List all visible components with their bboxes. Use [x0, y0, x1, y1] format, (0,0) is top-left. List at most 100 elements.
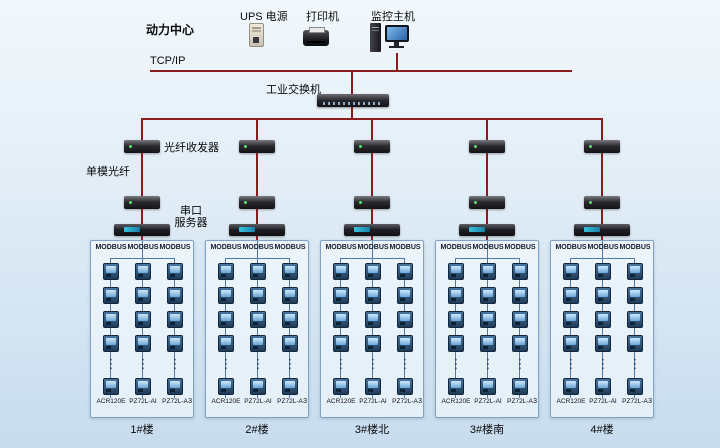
- meter-icon: [167, 335, 183, 352]
- meter-model-label: PZ72L-AI: [589, 398, 617, 405]
- ups-label: UPS 电源: [240, 11, 288, 23]
- meter-icon: [595, 378, 611, 395]
- building-label: 2#楼: [245, 424, 269, 436]
- modbus-label: MODBUS: [274, 244, 306, 251]
- status-glow: [584, 227, 600, 232]
- meter-column: MODBUS ⋮ ACR120E: [210, 241, 242, 417]
- more-meters-ellipsis: ⋮: [251, 356, 265, 371]
- serial-server-icon: [229, 224, 285, 236]
- meter-icon: [365, 263, 381, 280]
- modbus-column-line: [487, 258, 488, 398]
- more-meters-ellipsis: ⋮: [481, 356, 495, 371]
- meter-icon: [250, 335, 266, 352]
- modbus-label: MODBUS: [242, 244, 274, 251]
- meter-icon: [512, 378, 528, 395]
- more-meters-ellipsis: ⋮: [334, 356, 348, 371]
- meter-model-label: PZ72L-A: [392, 398, 418, 405]
- led-indicator: [359, 201, 362, 204]
- meter-icon: [627, 378, 643, 395]
- meter-icon: [103, 263, 119, 280]
- meter-icon: [103, 287, 119, 304]
- modbus-label: MODBUS: [389, 244, 421, 251]
- meter-icon: [627, 263, 643, 280]
- meter-model-label: ACR120E: [96, 398, 126, 405]
- status-glow: [469, 227, 485, 232]
- meter-column: MODBUS ⋮ PZ72L-A: [504, 241, 536, 417]
- more-meters-ellipsis: ⋮: [398, 356, 412, 371]
- meter-icon: [397, 311, 413, 328]
- meter-icon: [103, 311, 119, 328]
- meter-icon: [135, 311, 151, 328]
- meter-model-label: PZ72L-A: [507, 398, 533, 405]
- modbus-column-line: [340, 258, 341, 398]
- meter-icon: [397, 378, 413, 395]
- panel-feed-line: [142, 241, 143, 258]
- modbus-column-line: [404, 258, 405, 398]
- meter-icon: [103, 378, 119, 395]
- meter-icon: [135, 378, 151, 395]
- meter-column: MODBUS ⋮ PZ72L-AI: [472, 241, 504, 417]
- meter-icon: [250, 378, 266, 395]
- meter-panel: MODBUS ⋮ ACR120E MODBUS ⋮ PZ72L-AI: [90, 240, 194, 418]
- serial-server-label-line1: 串口: [180, 205, 202, 217]
- serial-server-icon: [344, 224, 400, 236]
- meter-panel: MODBUS ⋮ ACR120E MODBUS ⋮ PZ72L-AI: [320, 240, 424, 418]
- modbus-label: MODBUS: [619, 244, 651, 251]
- meter-icon: [563, 311, 579, 328]
- meter-icon: [448, 263, 464, 280]
- meter-icon: [135, 287, 151, 304]
- meter-icon: [595, 335, 611, 352]
- riser-line: [371, 118, 373, 140]
- meter-count: 3: [418, 398, 422, 405]
- more-meters-ellipsis: ⋮: [219, 356, 233, 371]
- meter-icon: [563, 378, 579, 395]
- building-label: 1#楼: [130, 424, 154, 436]
- meter-count: 3: [533, 398, 537, 405]
- meter-column: MODBUS ⋮ PZ72L-AI: [357, 241, 389, 417]
- more-meters-ellipsis: ⋮: [366, 356, 380, 371]
- modbus-column-line: [455, 258, 456, 398]
- modbus-label: MODBUS: [127, 244, 159, 251]
- fiber-transceiver-icon: [354, 196, 390, 209]
- meter-icon: [512, 311, 528, 328]
- meter-icon: [480, 287, 496, 304]
- modbus-column-line: [225, 258, 226, 398]
- fiber-transceiver-icon: [239, 196, 275, 209]
- status-glow: [354, 227, 370, 232]
- meter-icon: [167, 378, 183, 395]
- meter-icon: [512, 335, 528, 352]
- meter-icon: [333, 311, 349, 328]
- meter-icon: [480, 335, 496, 352]
- meter-column: MODBUS ⋮ PZ72L-A: [274, 241, 306, 417]
- meter-panel: MODBUS ⋮ ACR120E MODBUS ⋮ PZ72L-AI: [205, 240, 309, 418]
- meter-icon: [595, 263, 611, 280]
- more-meters-ellipsis: ⋮: [104, 356, 118, 371]
- printer-label: 打印机: [306, 11, 339, 23]
- meter-icon: [627, 287, 643, 304]
- single-mode-fiber-line: [256, 153, 258, 196]
- meter-icon: [627, 311, 643, 328]
- building-label: 4#楼: [590, 424, 614, 436]
- meter-model-label: PZ72L-AI: [474, 398, 502, 405]
- building-group: MODBUS ⋮ ACR120E MODBUS ⋮ PZ72L-AI: [205, 118, 309, 436]
- meter-icon: [333, 335, 349, 352]
- more-meters-ellipsis: ⋮: [596, 356, 610, 371]
- patch-line: [486, 209, 488, 224]
- meter-model-label: PZ72L-A: [277, 398, 303, 405]
- meter-icon: [218, 287, 234, 304]
- meter-icon: [365, 335, 381, 352]
- meter-icon: [627, 335, 643, 352]
- modbus-column-line: [519, 258, 520, 398]
- meter-icon: [365, 311, 381, 328]
- meter-icon: [103, 335, 119, 352]
- fiber-transceiver-icon: [469, 196, 505, 209]
- more-meters-ellipsis: ⋮: [628, 356, 642, 371]
- monitoring-host-icon: [368, 21, 414, 53]
- led-indicator: [244, 145, 247, 148]
- meter-icon: [167, 287, 183, 304]
- meter-model-label: PZ72L-AI: [359, 398, 387, 405]
- single-mode-fiber-line: [141, 153, 143, 196]
- industrial-switch-icon: [317, 94, 389, 107]
- switch-downlink-line: [351, 107, 353, 118]
- serial-server-icon: [574, 224, 630, 236]
